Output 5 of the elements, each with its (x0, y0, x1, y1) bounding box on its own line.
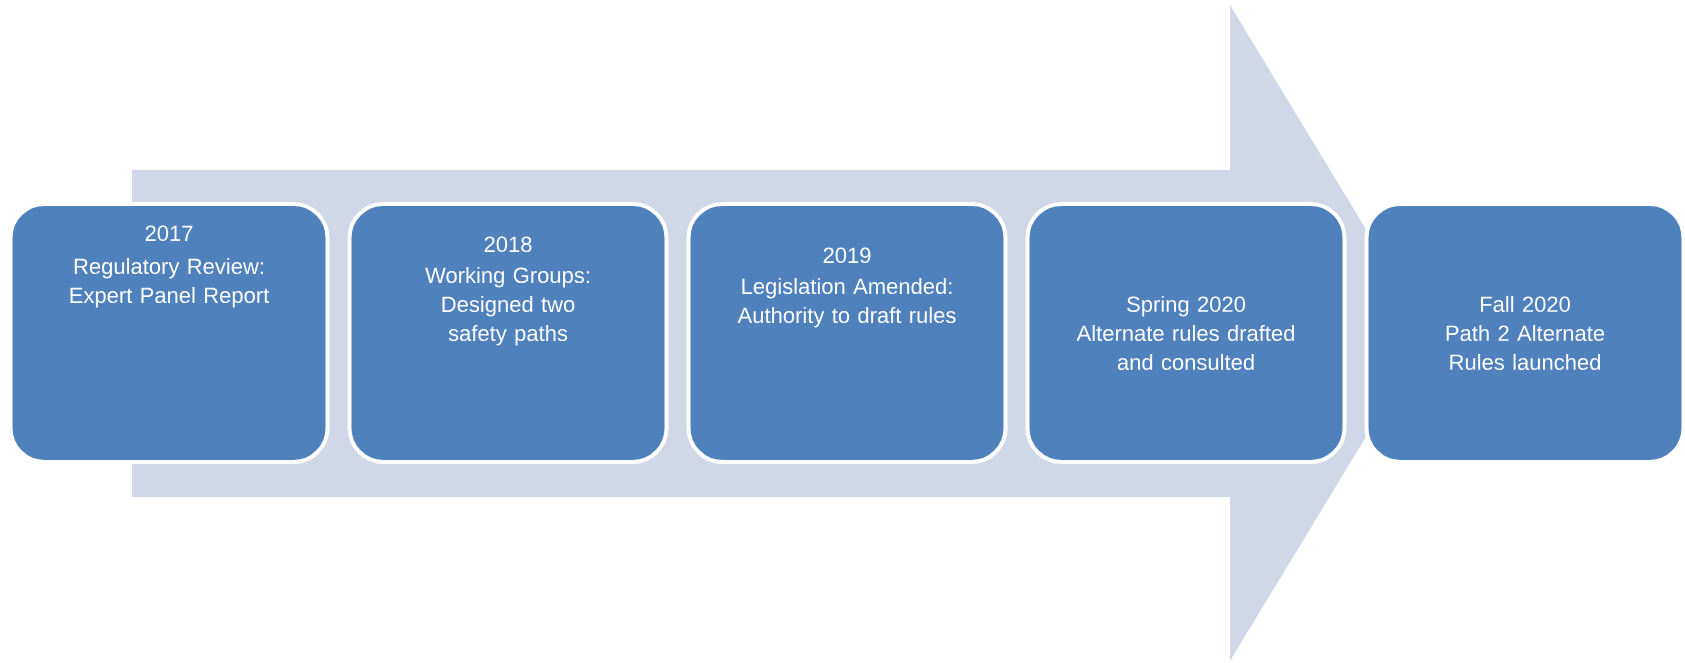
timeline-box: 2018 Working Groups: Designed two safety paths (347, 202, 669, 464)
timeline-box: 2019 Legislation Amended: Authority to draft rules (686, 202, 1008, 464)
timeline-box: Fall 2020 Path 2 Alternate Rules launched (1364, 202, 1685, 464)
timeline-box: 2017 Regulatory Review: Expert Panel Report (8, 202, 330, 464)
timeline-box: Spring 2020 Alternate rules drafted and consulted (1025, 202, 1347, 464)
